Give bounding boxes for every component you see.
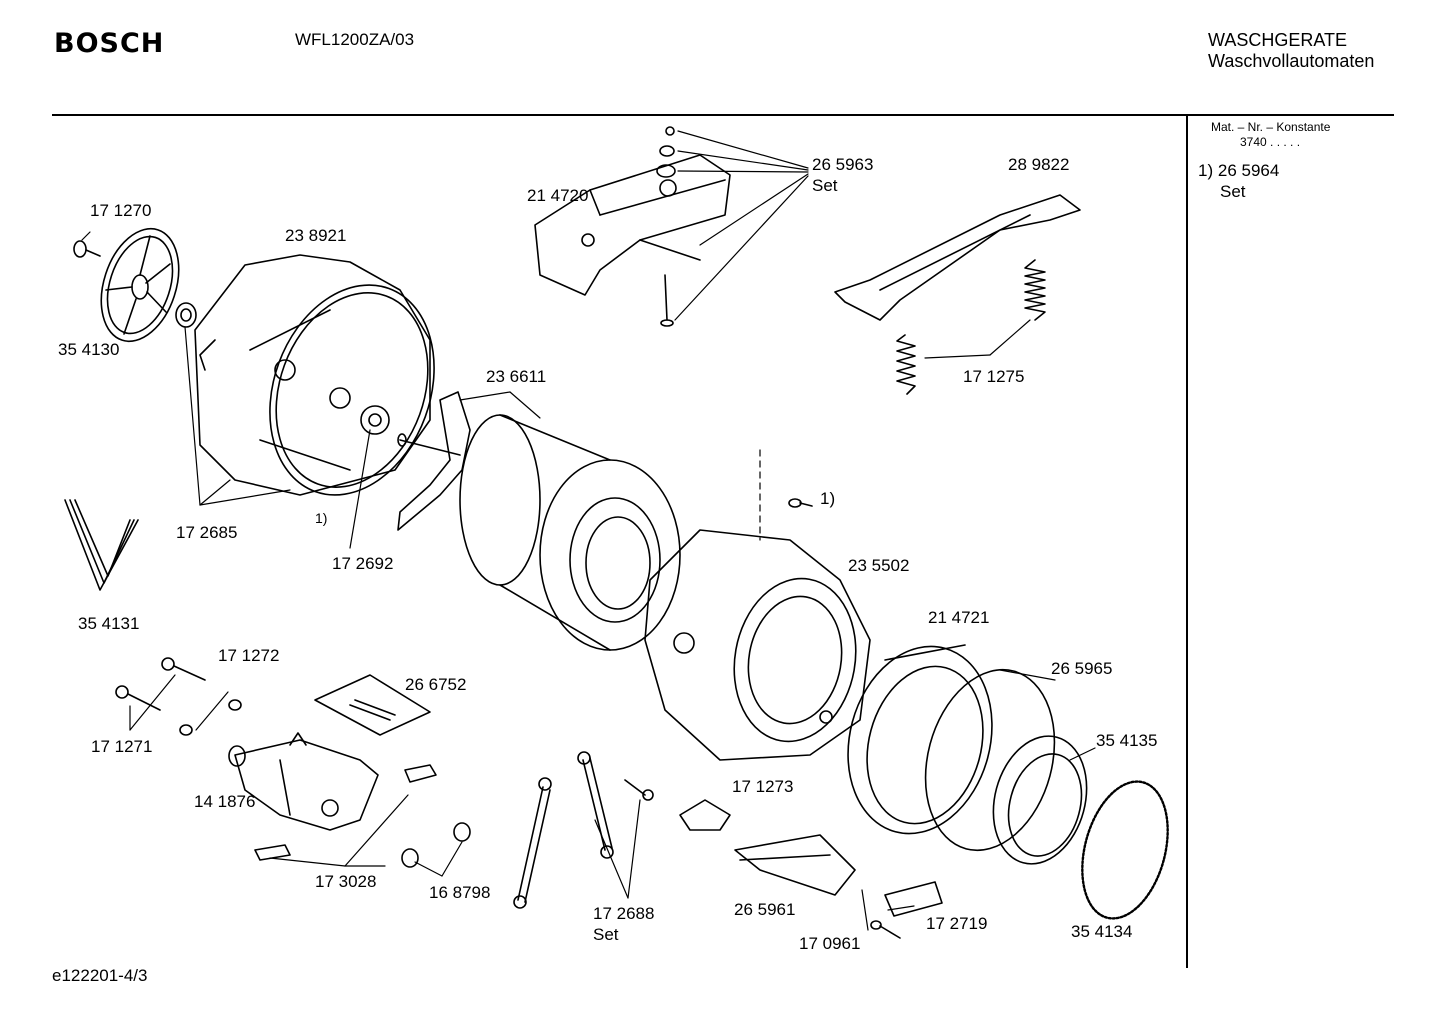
part-label-172692: 17 2692 <box>332 554 394 573</box>
motor <box>228 732 379 831</box>
shock-absorbers <box>513 751 654 909</box>
part-label-171275: 17 1275 <box>963 367 1025 386</box>
part-label-265963-set: Set <box>812 176 838 195</box>
part-label-238921: 23 8921 <box>285 226 347 245</box>
part-label-171272: 17 1272 <box>218 646 280 665</box>
sidebar-note-type: Set <box>1220 182 1246 201</box>
heater-holder <box>679 799 731 831</box>
motor-screws <box>115 657 242 736</box>
sidebar-note-part: 26 5964 <box>1217 161 1280 180</box>
washer-set <box>656 126 676 327</box>
grommets <box>401 822 471 868</box>
sidebar-constant: 3740 . . . . . <box>1240 135 1301 149</box>
part-label-354134: 35 4134 <box>1071 922 1133 941</box>
carbon-brushes <box>254 764 437 861</box>
drum-spider <box>397 391 471 531</box>
part-label-265963: 26 5963 <box>812 155 874 174</box>
sensor <box>884 881 943 917</box>
part-label-170961: 17 0961 <box>799 934 861 953</box>
clamp-band <box>1081 780 1169 920</box>
header-rule <box>52 114 1394 116</box>
footnote-marker: 1) <box>315 510 328 526</box>
part-label-171270: 17 1270 <box>90 201 152 220</box>
part-label-235502: 23 5502 <box>848 556 910 575</box>
part-label-141876: 14 1876 <box>194 792 256 811</box>
part-label-354130: 35 4130 <box>58 340 120 359</box>
brand-logo: BOSCH <box>54 28 165 59</box>
counterweight <box>534 154 731 296</box>
footnote-marker: 1) <box>820 489 836 508</box>
leader-lines <box>81 130 1096 931</box>
clamp-ring <box>992 735 1088 865</box>
bearing-ring <box>175 302 197 328</box>
model-number: WFL1200ZA/03 <box>295 30 415 49</box>
pulley-screw <box>73 240 101 258</box>
part-label-289822: 28 9822 <box>1008 155 1070 174</box>
subcategory-title: Waschvollautomaten <box>1208 51 1375 71</box>
drum <box>459 414 681 651</box>
sidebar-divider <box>1186 116 1188 968</box>
category-title: WASCHGERATE <box>1208 30 1348 50</box>
sidebar-note-marker: 1) <box>1198 161 1214 180</box>
part-label-171273: 17 1273 <box>732 777 794 796</box>
sidebar-note: 1) 26 5964 <box>1198 161 1279 181</box>
part-label-214720: 21 4720 <box>527 186 589 205</box>
part-label-172688-set: Set <box>593 925 619 944</box>
cross-brace <box>834 194 1081 321</box>
drive-belt <box>64 499 139 591</box>
part-label-354131: 35 4131 <box>78 614 140 633</box>
door-seal <box>847 644 993 835</box>
part-label-172688: 17 2688 <box>593 904 655 923</box>
pulley-wheel <box>100 227 180 343</box>
part-label-172719: 17 2719 <box>926 914 988 933</box>
part-label-172685: 17 2685 <box>176 523 238 542</box>
part-label-171271: 17 1271 <box>91 737 153 756</box>
part-label-266752: 26 6752 <box>405 675 467 694</box>
part-label-173028: 17 3028 <box>315 872 377 891</box>
part-label-168798: 16 8798 <box>429 883 491 902</box>
front-tub <box>644 498 871 761</box>
sidebar-heading: Mat. – Nr. – Konstante <box>1211 120 1331 134</box>
part-label-354135: 35 4135 <box>1096 731 1158 750</box>
heating-element <box>734 834 856 896</box>
part-label-265965: 26 5965 <box>1051 659 1113 678</box>
part-label-214721: 21 4721 <box>928 608 990 627</box>
ntc-sensor <box>870 920 901 939</box>
instruction-pack <box>314 674 431 736</box>
rear-tub <box>194 254 435 496</box>
springs <box>896 259 1046 395</box>
part-label-265961: 26 5961 <box>734 900 796 919</box>
part-label-236611: 23 6611 <box>486 367 547 386</box>
diagram-code: e122201-4/3 <box>52 966 148 985</box>
seal-wire <box>924 668 1056 852</box>
exploded-view-drawing <box>64 126 1169 939</box>
